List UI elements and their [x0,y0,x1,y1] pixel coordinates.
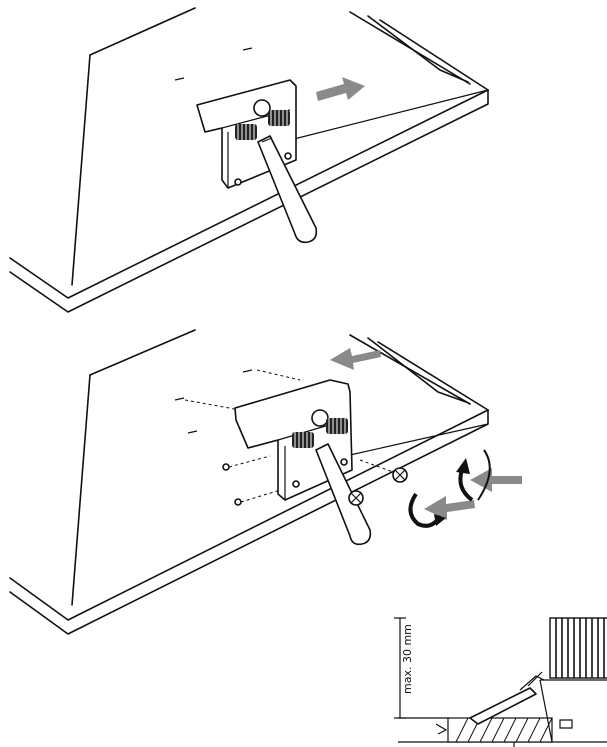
spring-right-2 [326,418,348,434]
insert-direction-arrow [316,77,365,101]
rotate-arrow-2 [408,492,446,528]
downlight-housing [539,617,607,743]
ceiling-board-section [398,717,607,747]
rotate-arrow-1 [456,449,491,502]
max-height-dimension: max. 30 mm [394,617,414,719]
screw-1 [392,467,408,483]
step-2-fix-bracket [9,329,522,635]
screw-push-arrow-2 [424,496,475,520]
spring-left-1 [235,124,257,140]
ceiling-panel-1 [9,7,489,313]
alignment-guides [184,369,394,503]
max-height-label: max. 30 mm [401,624,414,694]
pull-back-arrow [330,348,381,370]
step-1-insert-bracket [9,7,489,313]
spring-clip-bracket-1 [196,79,318,244]
ceiling-panel-2 [9,329,489,635]
screw-2 [348,490,364,506]
section-detail: max. 30 mm [394,617,607,747]
screw-push-arrow-1 [470,468,522,492]
spring-left-2 [292,432,314,448]
clip-lever-2 [315,443,372,546]
spring-right-1 [268,110,290,126]
spring-clip-section [469,671,545,725]
spring-clip-bracket-2 [234,379,372,546]
clip-lever-1 [257,135,318,244]
